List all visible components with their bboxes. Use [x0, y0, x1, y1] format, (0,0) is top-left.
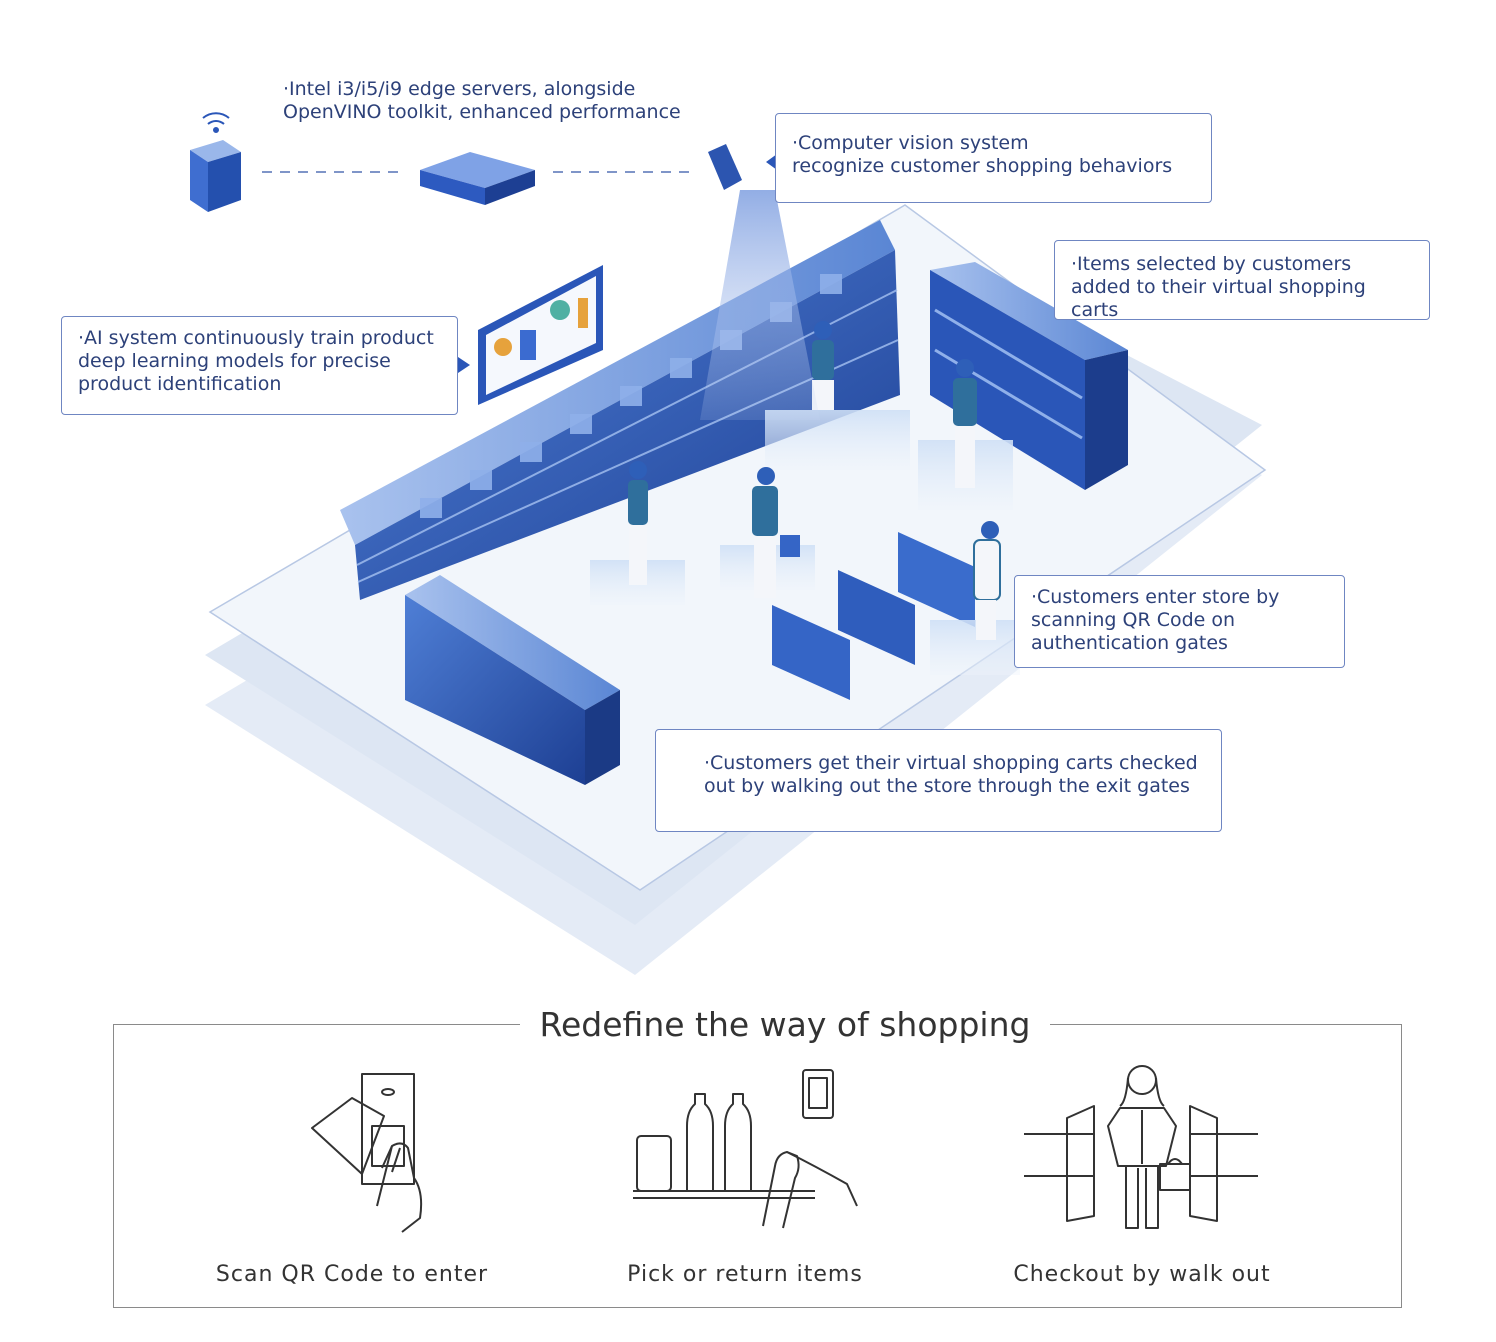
checkout-callout: ·Customers get their virtual shopping ca… [655, 729, 1222, 832]
callout-pointers [458, 154, 777, 373]
qr-scan-icon [311, 1073, 423, 1233]
entry-gates [772, 532, 975, 700]
customer-figure [628, 461, 648, 585]
step-label-scan: Scan QR Code to enter [215, 1262, 489, 1287]
front-counter [405, 575, 620, 785]
step-label-pick: Pick or return items [627, 1262, 863, 1287]
edge-server-box [420, 152, 535, 205]
wifi-icon [202, 112, 230, 133]
server-tower [190, 140, 241, 212]
right-shelf [930, 262, 1128, 490]
customer-figure [973, 521, 1001, 640]
ai-system-callout: ·AI system continuously train product de… [61, 316, 458, 415]
walk-out-icon [1024, 1065, 1258, 1229]
dashboard-monitor [478, 265, 603, 405]
store-illustration [190, 112, 1267, 975]
items-selected-callout: ·Items selected by customers added to th… [1054, 240, 1430, 321]
step-scan-qr: Scan QR Code to enter [172, 1056, 532, 1296]
step-pick-items: Pick or return items [565, 1056, 925, 1296]
step-walk-out: Checkout by walk out [962, 1056, 1322, 1296]
customers [628, 321, 1001, 640]
pick-items-icon [633, 1069, 858, 1229]
customer-figure [953, 359, 977, 488]
customer-figure [812, 321, 834, 410]
edge-servers-note: ·Intel i3/i5/i9 edge servers, alongside … [283, 78, 681, 123]
step-label-walkout: Checkout by walk out [1013, 1262, 1271, 1287]
computer-vision-callout: ·Computer vision system recognize custom… [775, 113, 1212, 203]
panel-title: Redefine the way of shopping [520, 1003, 1050, 1047]
customer-figure [752, 467, 800, 598]
enter-store-callout: ·Customers enter store by scanning QR Co… [1014, 575, 1345, 668]
camera [700, 144, 820, 420]
